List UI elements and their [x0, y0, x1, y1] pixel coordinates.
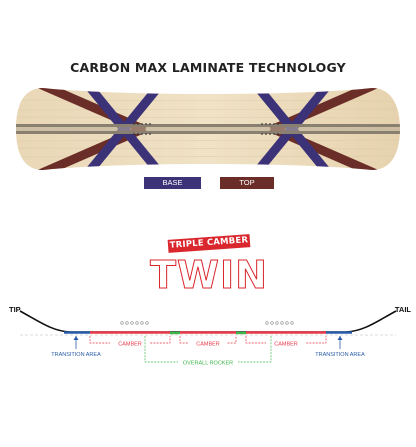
camber-label-right: CAMBER — [274, 342, 298, 348]
overall-rocker-label: OVERALL ROCKER — [183, 361, 233, 367]
transition-area-label-left: TRANSITION AREA — [51, 352, 101, 358]
camber-label-center: CAMBER — [196, 342, 220, 348]
transition-area-label-right: TRANSITION AREA — [315, 352, 365, 358]
legend-top-carbon: TOP CARBON — [220, 177, 274, 199]
camber-label-left: CAMBER — [118, 342, 142, 348]
board-profile-curve — [19, 310, 397, 333]
twin-logo: TWIN — [150, 253, 268, 297]
profile-insert-marks — [120, 321, 294, 325]
page-title: CARBON MAX LAMINATE TECHNOLOGY — [70, 60, 346, 75]
center-stripe — [16, 124, 400, 127]
tip-label: TIP — [9, 305, 21, 314]
binding-inserts — [133, 123, 279, 135]
legend-base-carbon: BASE CARBON — [144, 177, 201, 199]
tail-label: TAIL — [395, 305, 412, 314]
